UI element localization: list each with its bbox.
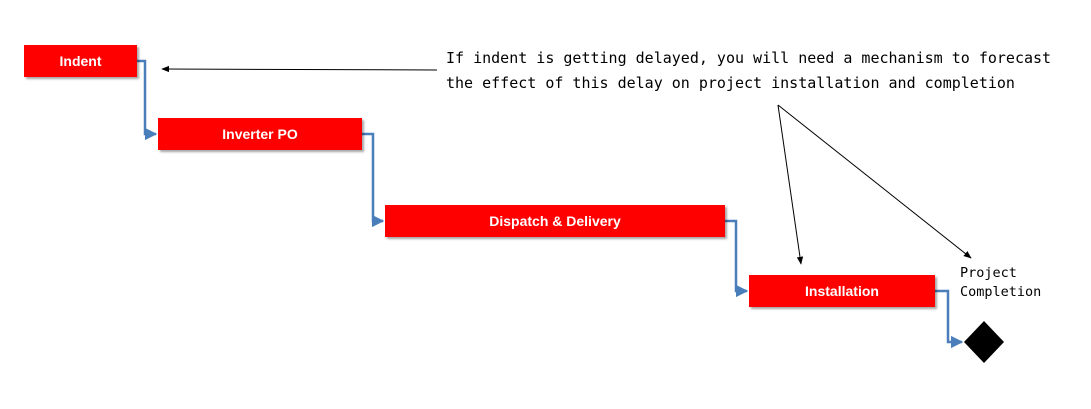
annotation-line-1: If indent is getting delayed, you will n… xyxy=(446,49,1052,67)
milestone-label: Project Completion xyxy=(960,264,1041,302)
annotation-arrow-to-completion xyxy=(777,104,972,259)
task-bar-dispatch-delivery: Dispatch & Delivery xyxy=(385,205,725,237)
annotation-arrow-to-indent xyxy=(161,65,438,73)
dependency-link-installation-completion xyxy=(935,289,964,349)
dependency-link-indent-inverter xyxy=(137,59,158,141)
milestone-label-line-2: Completion xyxy=(960,284,1042,300)
dependency-link-dispatch-installation xyxy=(725,219,749,298)
milestone-label-line-1: Project xyxy=(960,265,1017,281)
task-bar-inverter-po: Inverter PO xyxy=(158,118,362,150)
task-bar-indent: Indent xyxy=(24,45,137,77)
annotation-arrow-to-installation xyxy=(777,104,804,265)
annotation-note: If indent is getting delayed, you will n… xyxy=(446,46,1052,96)
task-bar-installation: Installation xyxy=(749,275,935,307)
diamond-milestone-icon xyxy=(964,321,1004,363)
annotation-line-2: the effect of this delay on project inst… xyxy=(446,74,1015,92)
dependency-link-inverter-dispatch xyxy=(362,132,385,228)
